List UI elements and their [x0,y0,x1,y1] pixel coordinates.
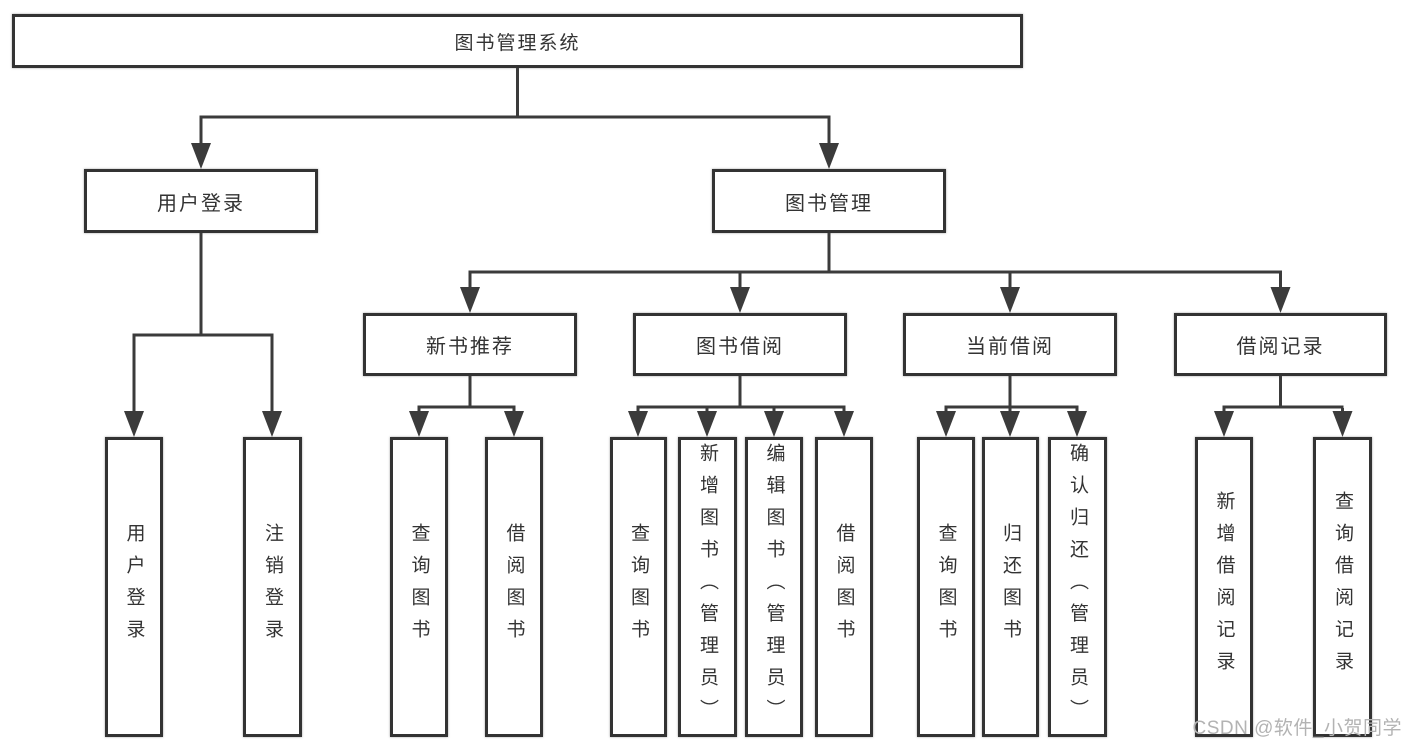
leaf-add-borrow-record: 新增借阅记录 [1195,437,1253,737]
leaf-edit-books-admin: 编辑图书（管理员） [745,437,803,737]
leaf-logout: 注销登录 [243,437,302,737]
node-label: 查询图书 [628,523,649,651]
leaf-add-books-admin: 新增图书（管理员） [678,437,737,737]
arrowhead [191,143,211,169]
node-label: 查询借阅记录 [1332,491,1353,683]
leaf-borrowing-borrow-books: 借阅图书 [815,437,873,737]
node-book-borrowing: 图书借阅 [633,313,847,376]
csdn-watermark: CSDN @软件_小贺同学 [1192,718,1402,739]
arrowhead [409,411,429,437]
node-label: 查询图书 [408,523,430,651]
node-user-login: 用户登录 [84,169,318,233]
arrowhead [697,411,717,437]
node-label: 借阅图书 [503,523,525,651]
node-label: 注销登录 [262,523,283,651]
arrowhead [1332,411,1353,437]
leaf-newbooks-borrow-books: 借阅图书 [485,437,543,737]
arrowhead [730,287,750,313]
node-label: 编辑图书（管理员） [763,443,785,731]
node-label: 新增借阅记录 [1213,491,1235,683]
node-label: 新书推荐 [426,336,514,358]
node-library-management-system: 图书管理系统 [12,14,1023,68]
arrowhead [1000,287,1020,313]
node-label: 借阅记录 [1236,336,1325,358]
node-label: 当前借阅 [966,336,1054,358]
node-label: 借阅图书 [833,523,855,651]
connector-line [199,68,831,146]
arrowhead [1000,411,1020,437]
arrowhead [936,411,956,437]
node-new-book-recommendation: 新书推荐 [363,313,577,376]
leaf-borrowing-query-books: 查询图书 [610,437,667,737]
arrowhead [819,143,839,169]
node-label: 用户登录 [123,523,145,651]
node-label: 新增图书（管理员） [697,443,718,731]
connector-line [132,233,274,414]
connector-line [417,376,516,414]
arrowhead [628,411,648,437]
arrowhead [834,411,854,437]
arrowhead [1270,287,1291,313]
arrowhead [124,411,144,437]
leaf-query-borrow-record: 查询借阅记录 [1313,437,1372,737]
node-label: 图书管理系统 [454,32,581,54]
node-borrowing-records: 借阅记录 [1174,313,1387,376]
connector-line [468,233,1282,290]
arrowhead [262,411,282,437]
leaf-user-login: 用户登录 [105,437,163,737]
node-label: 查询图书 [935,523,957,651]
leaf-confirm-return-admin: 确认归还（管理员） [1048,437,1107,737]
node-label: 用户登录 [157,192,245,215]
node-book-management: 图书管理 [712,169,946,233]
leaf-return-books: 归还图书 [982,437,1039,737]
arrowhead [764,411,784,437]
node-label: 确认归还（管理员） [1067,443,1088,731]
arrowhead [1067,411,1087,437]
node-label: 归还图书 [1000,523,1021,651]
connector-line [944,376,1079,414]
node-label: 图书借阅 [696,336,784,358]
connector-line [636,376,846,414]
arrowhead [504,411,524,437]
arrowhead [1214,411,1234,437]
connector-line [1222,376,1344,414]
leaf-newbooks-query-books: 查询图书 [390,437,448,737]
node-current-borrowing: 当前借阅 [903,313,1117,376]
leaf-current-query-books: 查询图书 [917,437,975,737]
arrowhead [460,287,480,313]
node-label: 图书管理 [785,192,873,215]
